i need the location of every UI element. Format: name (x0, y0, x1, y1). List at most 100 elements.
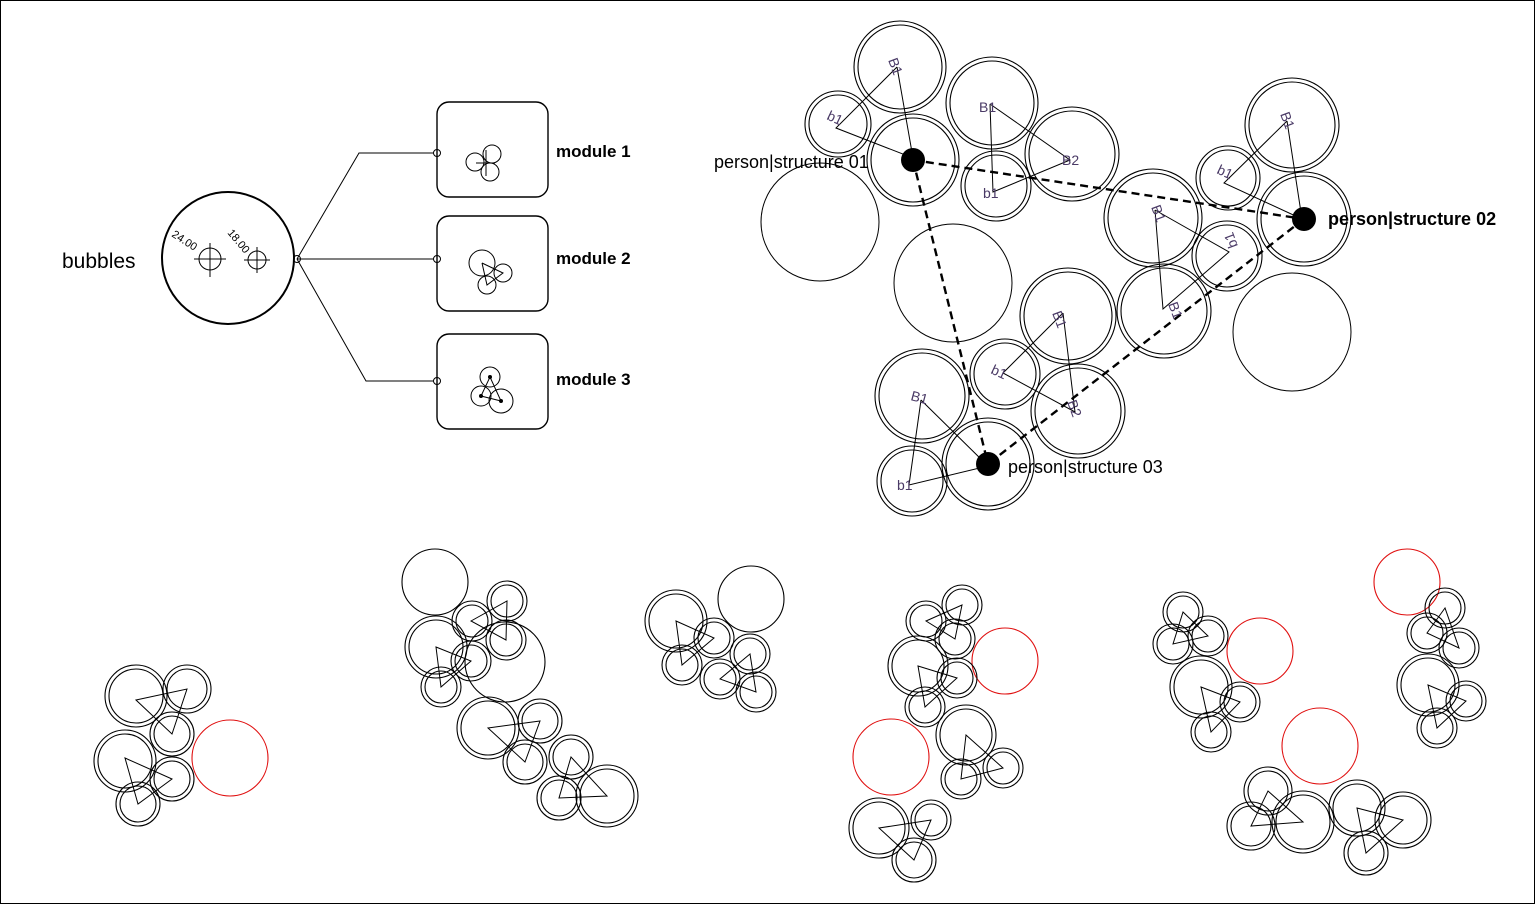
highlight-bubble (1226, 617, 1294, 685)
module-1-label: module 1 (556, 142, 631, 161)
cluster-bubble (1169, 655, 1233, 719)
cluster-bubble (848, 797, 910, 859)
cluster-bubble (517, 698, 563, 744)
highlight-bubble (971, 627, 1039, 695)
highlight-bubble (1281, 707, 1359, 785)
empty-bubble (760, 162, 880, 282)
cluster-bubble (454, 644, 488, 678)
bubble-label: B1 (1049, 309, 1070, 331)
cluster-bubble (1271, 790, 1335, 854)
cluster-bubble (1332, 783, 1382, 833)
cluster-bubble (1400, 657, 1456, 713)
cluster-bubble (1219, 681, 1261, 723)
bubble-label: b1 (1215, 161, 1236, 182)
legend-group: bubbles 24.00 18.00 modul (62, 101, 631, 430)
cluster-bubble (1416, 707, 1458, 749)
cluster-bubble (115, 781, 161, 827)
cluster-bubble (729, 633, 771, 675)
cluster-bubble (935, 704, 997, 766)
cluster-bubble (93, 729, 157, 793)
cluster-bubble (703, 662, 737, 696)
connector-line-3 (296, 258, 437, 382)
cluster-bubble (1194, 715, 1228, 749)
cluster-bubble (887, 635, 949, 697)
cluster-bubble (1156, 627, 1190, 661)
connector-line-1 (296, 152, 437, 260)
cluster-bubble (910, 799, 952, 841)
dimension-label-18: 18.00 (225, 227, 252, 256)
cluster-triangle (558, 756, 609, 799)
module-2: module 2 (436, 215, 631, 312)
cluster-bubble (166, 668, 208, 710)
bubble-24-symbol (194, 243, 226, 277)
module-3: module 3 (436, 333, 631, 430)
cluster-triangle (675, 620, 715, 666)
cluster-bubble (579, 768, 635, 824)
cluster-bubble (536, 775, 582, 821)
cluster-bubble (1343, 830, 1389, 876)
cluster-bubble (97, 733, 153, 789)
cluster-triangle (124, 757, 173, 805)
cluster-bubble (936, 657, 978, 699)
cluster-bubble (939, 708, 993, 762)
module-1: module 1 (436, 101, 631, 198)
cluster-bubble (1442, 631, 1476, 665)
cluster-bubble (944, 762, 978, 796)
cluster-bubble (699, 658, 741, 700)
cluster-bubble (1438, 627, 1480, 669)
cluster-bubble (502, 739, 548, 785)
cluster-triangle (1172, 611, 1210, 645)
bubbles-circle (161, 191, 295, 325)
cluster-triangle (1356, 807, 1405, 854)
cluster-bubble (420, 666, 462, 708)
cluster-bubble (575, 764, 639, 828)
clusters-group (93, 548, 1487, 883)
bubble-label: b1 (825, 107, 846, 128)
cluster-bubble (119, 785, 157, 823)
cluster-bubble (945, 588, 979, 622)
cluster-bubble (1187, 615, 1229, 657)
highlight-bubble (852, 718, 930, 796)
cluster-bubble (891, 837, 937, 883)
cluster-bubble (934, 618, 976, 660)
cluster-bubble (108, 668, 164, 724)
empty-bubble (1232, 272, 1352, 392)
cluster-bubble (1347, 834, 1385, 872)
cluster-bubble (914, 803, 948, 837)
cluster-bubble (1420, 711, 1454, 745)
cluster-bubble (424, 670, 458, 704)
cluster-bubble (162, 664, 212, 714)
cluster-bubble (1396, 653, 1460, 717)
bubble-label: b1 (1220, 230, 1240, 250)
bubble-label: b1 (983, 185, 999, 201)
cluster-bubble (940, 758, 982, 800)
cluster-bubble (1226, 801, 1276, 851)
cluster-bubble (1374, 791, 1432, 849)
cluster-bubble (1166, 595, 1200, 629)
cluster-bubble (153, 715, 191, 753)
cluster-bubble (1424, 587, 1466, 629)
cluster-bubble (739, 675, 773, 709)
bubble-label: B1 (1148, 203, 1169, 225)
empty-bubble (401, 548, 469, 616)
cluster-triangle (960, 733, 1005, 780)
person-label-02: person|structure 02 (1328, 209, 1496, 229)
cluster-triangle (719, 653, 757, 693)
cluster-bubble (986, 751, 1020, 785)
cluster-bubble (485, 619, 527, 661)
cluster-bubble (1223, 685, 1257, 719)
cluster-bubble (665, 648, 699, 682)
cluster-bubble (404, 615, 468, 679)
bubbles-label: bubbles (62, 250, 136, 273)
cluster-bubble (1328, 779, 1386, 837)
dimension-label-24: 24.00 (169, 228, 199, 253)
cluster-bubble (1190, 711, 1232, 753)
cluster-bubble (455, 604, 489, 638)
cluster-triangle (917, 665, 958, 708)
cluster-triangle (1250, 790, 1305, 827)
cluster-triangle (877, 819, 932, 861)
cluster-bubble (895, 841, 933, 879)
bubble-label: b1 (989, 361, 1010, 382)
